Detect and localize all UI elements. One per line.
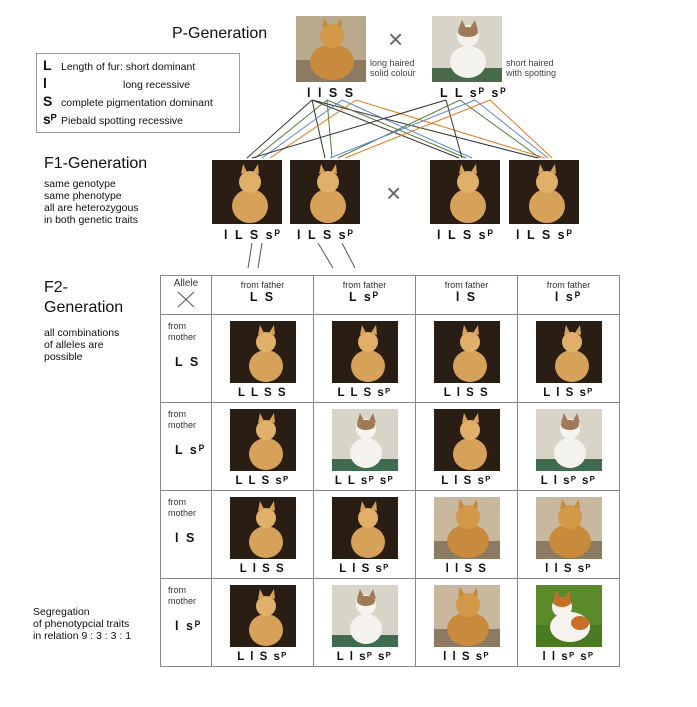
segregation-note: Segregation of phenotypcial traits in re… bbox=[33, 606, 132, 642]
short-solid-cat-photo bbox=[229, 409, 296, 471]
short-solid-cat-photo bbox=[229, 321, 296, 383]
cell-3-2: L l S sᴾ bbox=[313, 490, 416, 579]
f1-cat-1 bbox=[212, 160, 282, 224]
short-solid-cat-photo bbox=[229, 585, 296, 647]
f1-cross-symbol: × bbox=[386, 178, 402, 208]
long-solid-cat-photo bbox=[535, 497, 602, 559]
p-cat2-genotype: L L sᴾ sᴾ bbox=[440, 86, 508, 100]
p-cat1-description: long haired solid colour bbox=[370, 58, 416, 78]
f1-genotype-4: l L S sᴾ bbox=[516, 228, 574, 242]
cell-4-1: L l S sᴾ bbox=[211, 578, 314, 667]
f1-genotype-3: l L S sᴾ bbox=[437, 228, 495, 242]
p-cat-short-spotted bbox=[432, 16, 502, 82]
cell-2-4: L l sᴾ sᴾ bbox=[517, 402, 620, 491]
f1-cat-4 bbox=[509, 160, 579, 224]
f1-cat-2 bbox=[290, 160, 360, 224]
cell-2-1: L L S sᴾ bbox=[211, 402, 314, 491]
f1-description: same genotype same phenotype all are het… bbox=[44, 178, 139, 226]
short-solid-cat-photo bbox=[433, 409, 500, 471]
corner-cell: Allele bbox=[160, 275, 212, 315]
cell-1-4: L l S sᴾ bbox=[517, 314, 620, 403]
short-spotted-cat-photo bbox=[331, 409, 398, 471]
short-spotted-cat-photo bbox=[331, 585, 398, 647]
short-solid-cat-photo bbox=[331, 321, 398, 383]
short-solid-cat-photo bbox=[229, 497, 296, 559]
allele-corner-label: Allele bbox=[173, 278, 199, 289]
p-cat2-description: short haired with spotting bbox=[506, 58, 557, 78]
p-cat1-genotype: l l S S bbox=[307, 86, 356, 100]
inheritance-lines bbox=[246, 99, 553, 269]
cell-4-4: l l sᴾ sᴾ bbox=[517, 578, 620, 667]
f2-generation-title: F2- Generation bbox=[44, 279, 124, 316]
cell-4-3: l l S sᴾ bbox=[415, 578, 518, 667]
f1-genotype-2: l L S sᴾ bbox=[297, 228, 355, 242]
short-solid-cat-photo bbox=[331, 497, 398, 559]
f1-generation-title: F1-Generation bbox=[44, 155, 148, 172]
cell-1-3: L l S S bbox=[415, 314, 518, 403]
cell-1-1: L L S S bbox=[211, 314, 314, 403]
p-cross-symbol: × bbox=[388, 24, 404, 54]
cell-2-2: L L sᴾ sᴾ bbox=[313, 402, 416, 491]
corner-cross-icon bbox=[177, 291, 195, 308]
short-solid-cat-photo bbox=[433, 321, 500, 383]
f1-genotype-1: l L S sᴾ bbox=[224, 228, 282, 242]
p-cat-long-solid bbox=[296, 16, 366, 82]
short-solid-cat-photo bbox=[535, 321, 602, 383]
short-spotted-cat-photo bbox=[535, 409, 602, 471]
f2-description: all combinations of alleles are possible bbox=[44, 327, 120, 363]
f1-cat-3 bbox=[430, 160, 500, 224]
long-solid-cat-photo bbox=[433, 497, 500, 559]
cell-3-1: L l S S bbox=[211, 490, 314, 579]
long-spotted-cat-photo bbox=[535, 585, 602, 647]
long-solid-cat-photo bbox=[433, 585, 500, 647]
cell-4-2: L l sᴾ sᴾ bbox=[313, 578, 416, 667]
cell-2-3: L l S sᴾ bbox=[415, 402, 518, 491]
cell-3-3: l l S S bbox=[415, 490, 518, 579]
p-generation-title: P-Generation bbox=[172, 25, 268, 42]
cell-1-2: L L S sᴾ bbox=[313, 314, 416, 403]
cell-3-4: l l S sᴾ bbox=[517, 490, 620, 579]
